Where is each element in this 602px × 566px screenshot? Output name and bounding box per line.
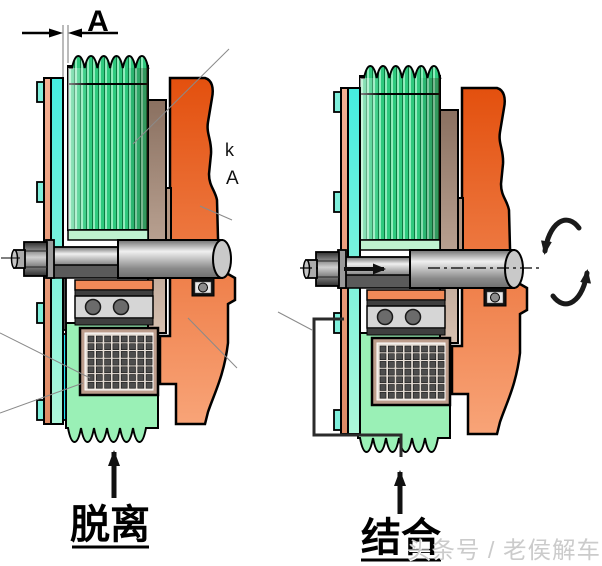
diagram-engaged xyxy=(302,64,592,457)
fragment-text-k: k xyxy=(225,140,235,160)
dimension-label-a: A xyxy=(87,5,109,38)
leader-line xyxy=(199,205,233,221)
diagram-disengaged xyxy=(10,54,237,444)
annotations: A k A 脱离 结合 头条号 / 老侯解车 头条号 / 老侯解车 xyxy=(0,5,602,564)
caption-engaged: 结合 xyxy=(361,516,441,560)
leader-lines xyxy=(0,48,313,414)
gap-dimension: A xyxy=(22,5,118,77)
leader-line xyxy=(0,332,91,379)
leader-line xyxy=(0,382,84,414)
leader-line xyxy=(187,317,238,369)
watermark-shadow: 头条号 / 老侯解车 xyxy=(408,538,602,564)
leader-line xyxy=(132,48,230,145)
watermark: 头条号 / 老侯解车 xyxy=(407,537,601,563)
caption-disengaged: 脱离 xyxy=(70,503,150,547)
leader-line xyxy=(277,311,313,331)
fragment-text-a: A xyxy=(226,168,239,189)
